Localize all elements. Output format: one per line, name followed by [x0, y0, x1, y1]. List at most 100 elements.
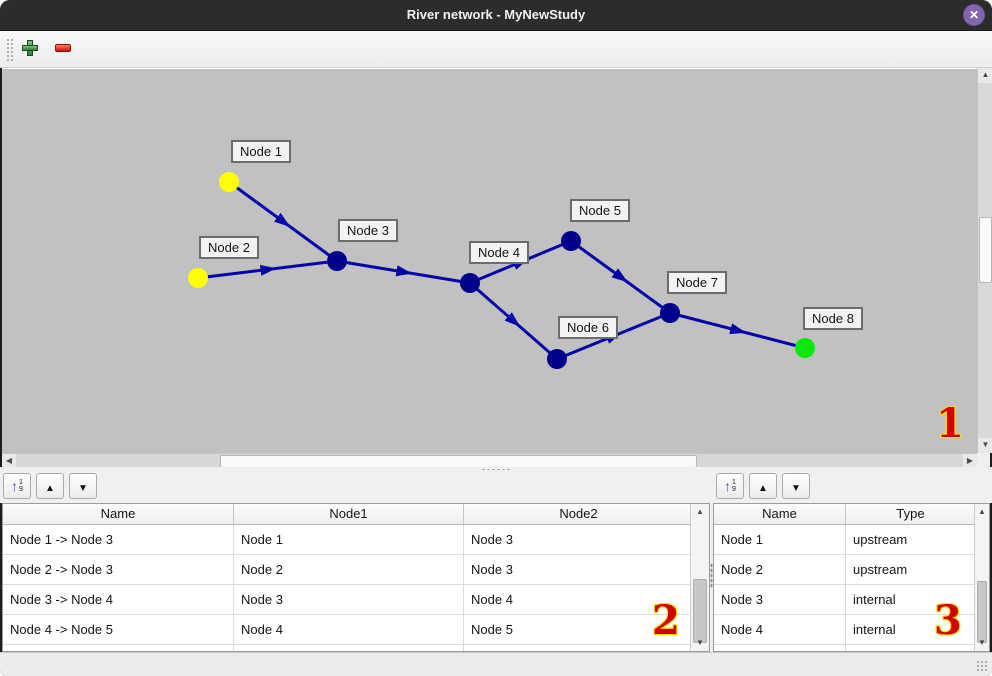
- table-cell: [714, 645, 846, 651]
- network-node[interactable]: [660, 303, 680, 323]
- vertical-splitter[interactable]: [710, 503, 713, 652]
- table-cell[interactable]: Node 4: [464, 585, 694, 614]
- table-cell[interactable]: Node 2: [714, 555, 846, 584]
- triangle-down-icon: ▼: [78, 482, 88, 494]
- network-node[interactable]: [327, 251, 347, 271]
- table-cell[interactable]: upstream: [846, 525, 976, 554]
- scroll-down-icon[interactable]: ▼: [978, 438, 992, 453]
- column-header[interactable]: Name: [714, 504, 846, 524]
- nodes-move-up-button[interactable]: ▲: [749, 473, 777, 499]
- network-node[interactable]: [460, 273, 480, 293]
- table-cell[interactable]: Node 1 -> Node 3: [3, 525, 234, 554]
- table-cell[interactable]: Node 2 -> Node 3: [3, 555, 234, 584]
- table-cell[interactable]: Node 3 -> Node 4: [3, 585, 234, 614]
- remove-button[interactable]: [51, 36, 75, 60]
- scroll-down-icon[interactable]: ▼: [978, 638, 986, 647]
- table-cell[interactable]: Node 2: [234, 555, 464, 584]
- splitter-grip-icon: [481, 468, 511, 471]
- network-node[interactable]: [188, 268, 208, 288]
- window-title: River network - MyNewStudy: [406, 7, 586, 22]
- add-button[interactable]: [18, 36, 42, 60]
- table-cell[interactable]: Node 5: [464, 615, 694, 644]
- table-cell[interactable]: upstream: [846, 555, 976, 584]
- scroll-up-icon[interactable]: ▲: [978, 507, 986, 516]
- scroll-thumb[interactable]: [977, 581, 987, 643]
- edge-arrow-icon: [259, 264, 277, 276]
- table-cell[interactable]: internal: [846, 585, 976, 614]
- table-cell: [234, 645, 464, 651]
- main-toolbar: [0, 31, 992, 68]
- table-row: [714, 645, 989, 651]
- network-node[interactable]: [561, 231, 581, 251]
- scroll-up-icon[interactable]: ▲: [696, 507, 704, 516]
- column-header[interactable]: Node1: [234, 504, 464, 524]
- titlebar[interactable]: River network - MyNewStudy ✕: [0, 0, 992, 31]
- table-cell[interactable]: Node 4: [714, 615, 846, 644]
- network-canvas[interactable]: Node 1 Node 2 Node 3 Node 4 Node 5 Node 6 Node…: [2, 68, 977, 453]
- vertical-scroll-thumb[interactable]: [979, 217, 992, 283]
- node-label[interactable]: Node 7: [667, 271, 727, 294]
- reaches-move-up-button[interactable]: ▲: [36, 473, 64, 499]
- canvas-vertical-scrollbar[interactable]: ▲ ▼: [977, 68, 992, 453]
- edge-arrow-icon: [729, 323, 747, 335]
- table-cell[interactable]: internal: [846, 615, 976, 644]
- close-button[interactable]: ✕: [963, 4, 985, 26]
- node-label[interactable]: Node 2: [199, 236, 259, 259]
- table-cell: [846, 645, 976, 651]
- scroll-down-icon[interactable]: ▼: [696, 638, 704, 647]
- scroll-thumb[interactable]: [693, 579, 707, 643]
- column-header[interactable]: Name: [3, 504, 234, 524]
- toolbar-drag-handle[interactable]: [6, 38, 13, 61]
- node-label[interactable]: Node 5: [570, 199, 630, 222]
- scroll-right-icon[interactable]: ▶: [963, 454, 977, 468]
- triangle-down-icon: ▼: [791, 482, 801, 494]
- reaches-table-scrollbar[interactable]: ▲ ▼: [690, 504, 709, 651]
- table-cell[interactable]: Node 1: [714, 525, 846, 554]
- minus-icon: [55, 44, 71, 52]
- edge-arrow-icon: [274, 212, 291, 227]
- network-node[interactable]: [795, 338, 815, 358]
- column-header[interactable]: Node2: [464, 504, 694, 524]
- node-label[interactable]: Node 8: [803, 307, 863, 330]
- table-cell[interactable]: Node 3: [464, 525, 694, 554]
- table-cell[interactable]: Node 3: [714, 585, 846, 614]
- table-cell[interactable]: Node 3: [464, 555, 694, 584]
- scroll-up-icon[interactable]: ▲: [978, 68, 992, 83]
- table-cell[interactable]: Node 1: [234, 525, 464, 554]
- status-bar: [0, 652, 992, 676]
- node-label[interactable]: Node 4: [469, 241, 529, 264]
- horizontal-splitter[interactable]: [0, 467, 992, 471]
- plus-icon: [22, 40, 38, 56]
- node-types-table-scrollbar[interactable]: ▲ ▼: [974, 504, 989, 651]
- table-cell[interactable]: Node 4 -> Node 5: [3, 615, 234, 644]
- reaches-move-down-button[interactable]: ▼: [69, 473, 97, 499]
- scroll-left-icon[interactable]: ◀: [2, 454, 16, 468]
- canvas-horizontal-scrollbar[interactable]: ◀ ▶: [2, 453, 977, 468]
- node-label[interactable]: Node 6: [558, 316, 618, 339]
- column-header[interactable]: Type: [846, 504, 976, 524]
- network-node[interactable]: [219, 172, 239, 192]
- nodes-move-down-button[interactable]: ▼: [782, 473, 810, 499]
- triangle-up-icon: ▲: [45, 482, 55, 494]
- network-node[interactable]: [547, 349, 567, 369]
- table-cell[interactable]: Node 3: [234, 585, 464, 614]
- node-label[interactable]: Node 1: [231, 140, 291, 163]
- table-cell[interactable]: Node 4: [234, 615, 464, 644]
- node-label[interactable]: Node 3: [338, 219, 398, 242]
- resize-grip-icon[interactable]: [976, 660, 988, 672]
